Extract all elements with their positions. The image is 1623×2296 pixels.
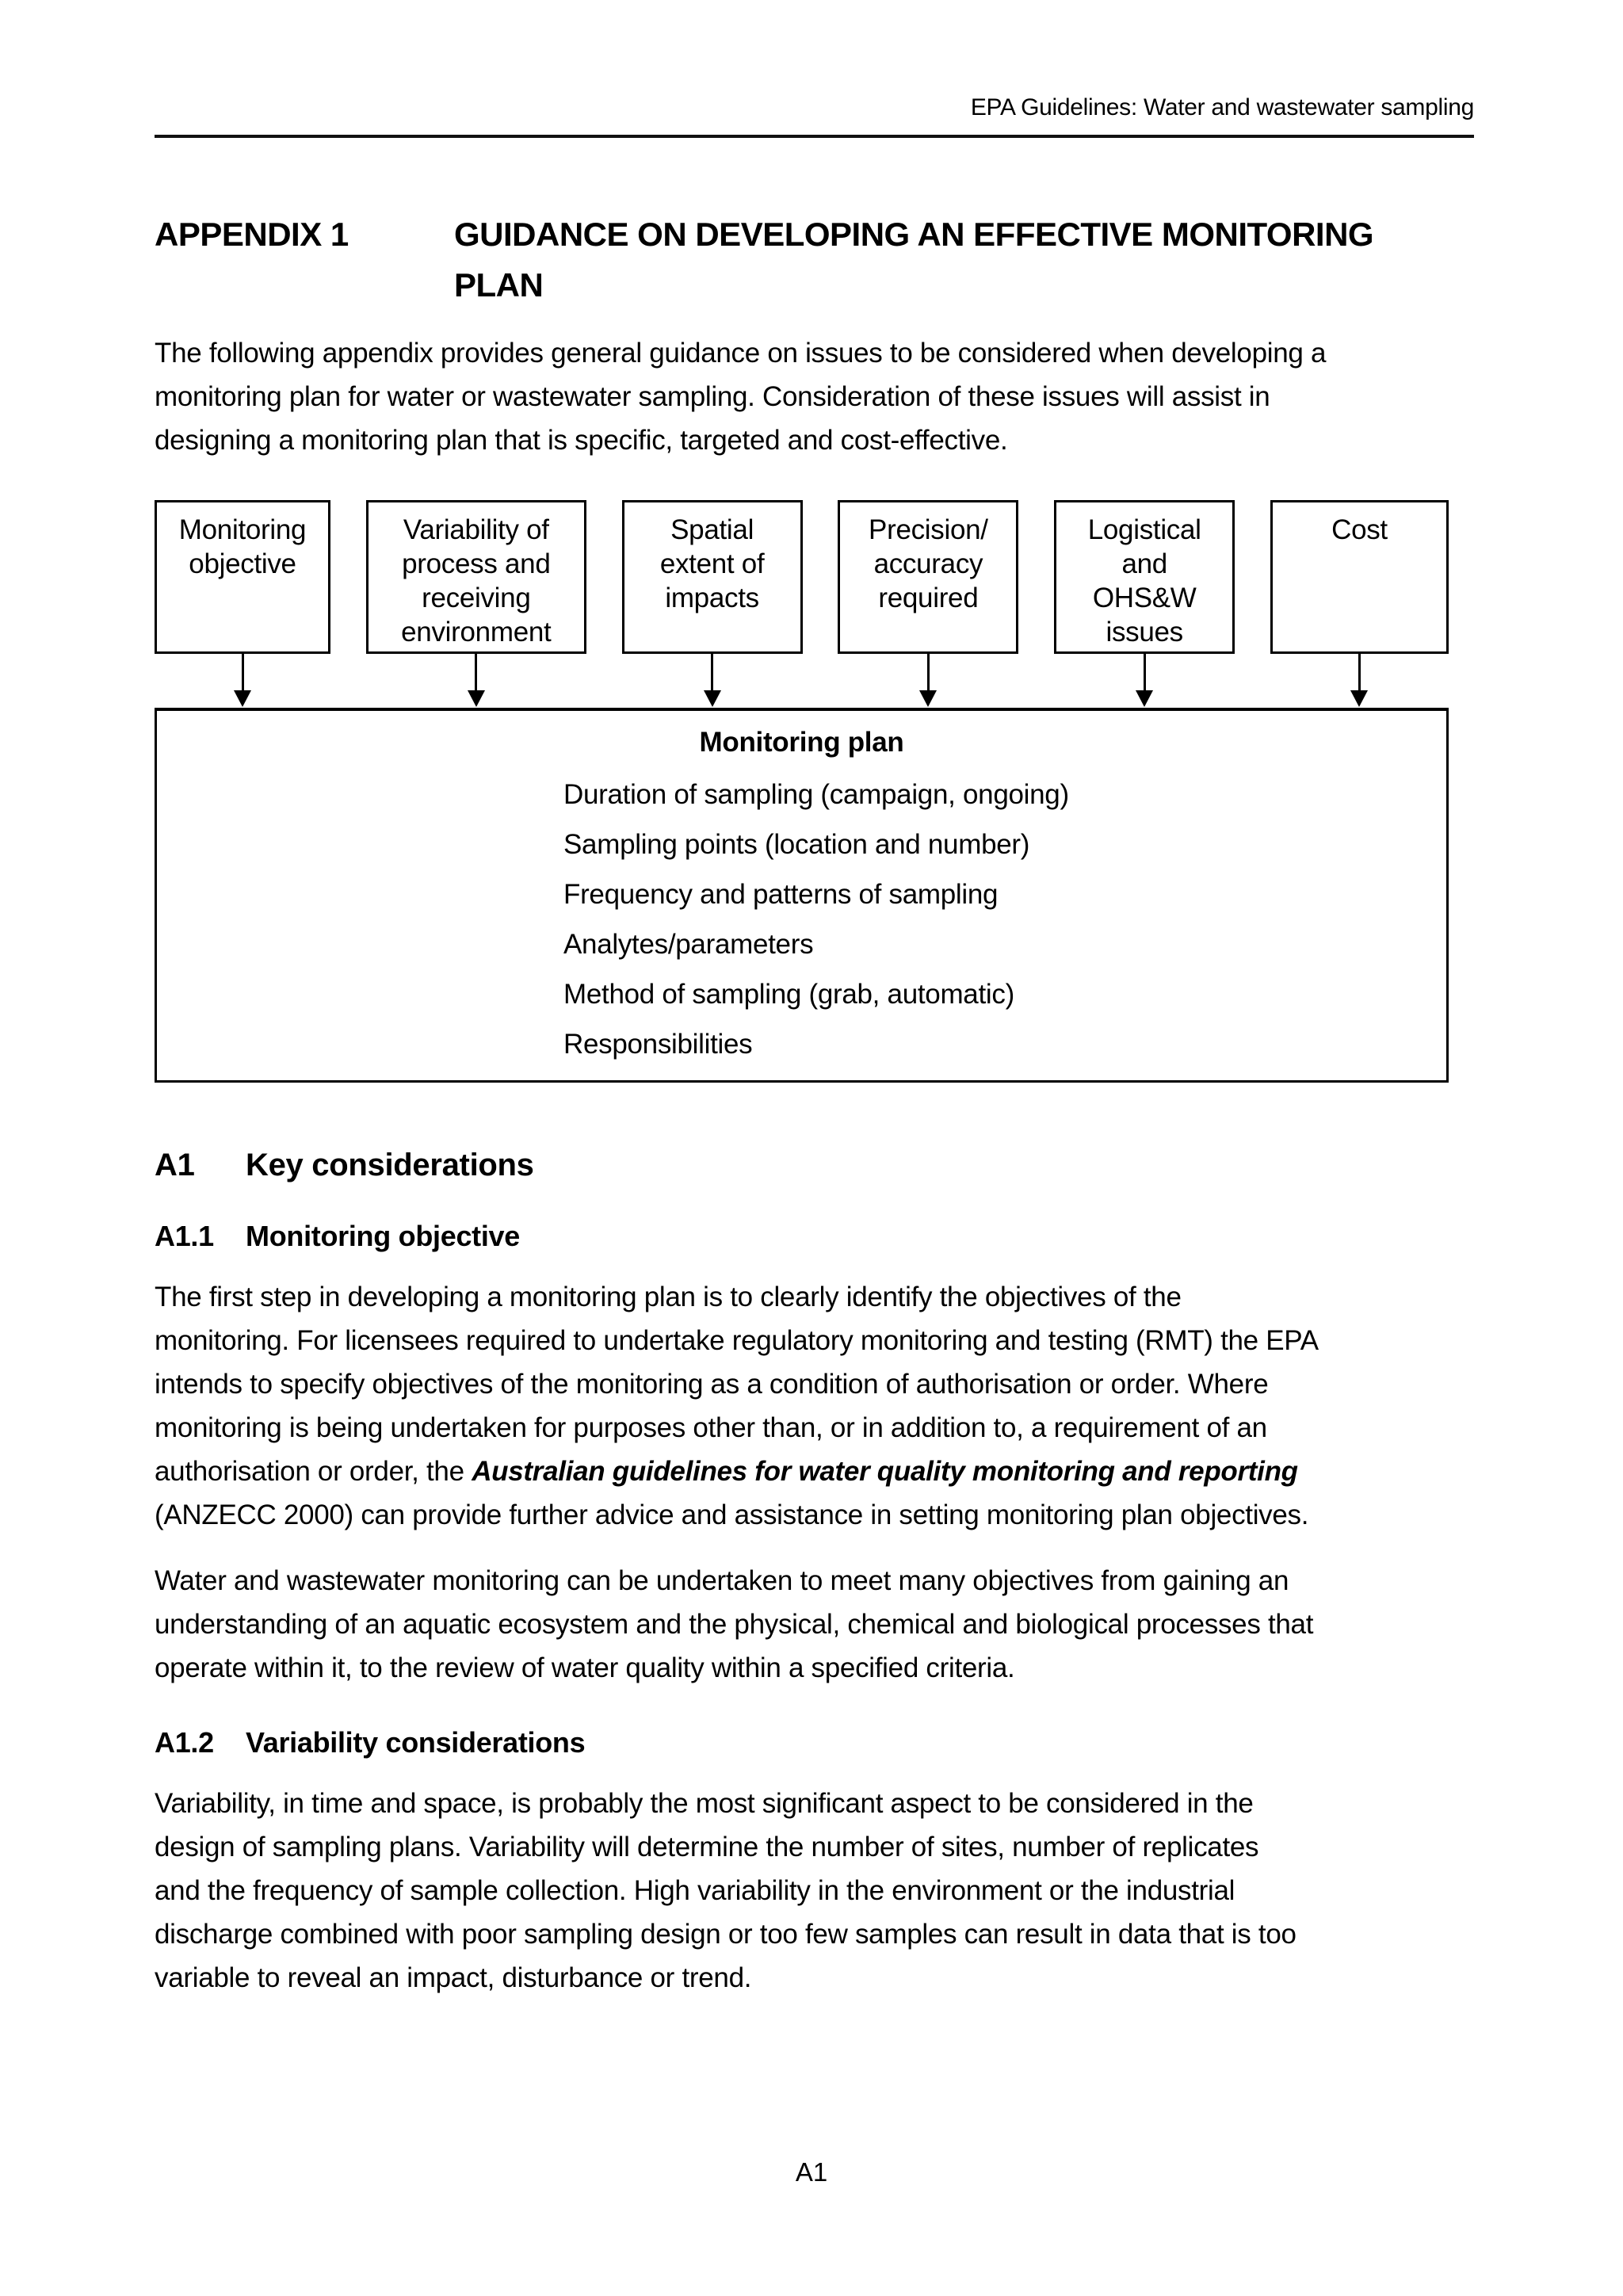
- intro-paragraph: The following appendix provides general …: [155, 338, 1327, 456]
- paragraph-a1-1-second: Water and wastewater monitoring can be u…: [155, 1565, 1314, 1683]
- appendix-title: APPENDIX 1 GUIDANCE ON DEVELOPING AN EFF…: [155, 209, 1474, 311]
- arrow-shaft: [926, 654, 930, 690]
- monitoring-plan-diagram: Monitoring objective Variability of proc…: [155, 500, 1449, 1083]
- plan-item-method: Method of sampling (grab, automatic): [563, 979, 1014, 1010]
- paragraph-text: (ANZECC 2000) can provide further advice…: [155, 1499, 1309, 1530]
- factor-column: Monitoring objective: [155, 500, 330, 708]
- factor-box-precision-accuracy: Precision/ accuracy required: [838, 500, 1019, 654]
- section-number: A1: [155, 1148, 195, 1182]
- section-heading-a1: A1 Key considerations: [155, 1148, 1474, 1183]
- plan-item-analytes: Analytes/parameters: [563, 929, 814, 960]
- paragraph-a1-2: Variability, in time and space, is proba…: [155, 1788, 1296, 1993]
- down-arrow-icon: [467, 654, 485, 708]
- paragraph-text: The first step in developing a monitorin…: [155, 1282, 1319, 1487]
- page-content: EPA Guidelines: Water and wastewater sam…: [155, 94, 1474, 1993]
- plan-item-duration: Duration of sampling (campaign, ongoing): [563, 779, 1069, 810]
- down-arrow-icon: [919, 654, 938, 708]
- factor-column: Variability of process and receiving env…: [365, 500, 586, 708]
- down-arrow-icon: [234, 654, 251, 708]
- section-title: Monitoring objective: [246, 1220, 521, 1252]
- plan-item-responsibilities: Responsibilities: [563, 1029, 753, 1060]
- arrow-head: [703, 690, 721, 707]
- down-arrow-icon: [1350, 654, 1369, 708]
- arrow-head: [919, 690, 938, 707]
- factor-box-row: Monitoring objective Variability of proc…: [155, 500, 1449, 708]
- section-heading-a1-2: A1.2 Variability considerations: [155, 1726, 1474, 1759]
- arrow-shaft: [475, 654, 478, 690]
- cited-guidelines-title: Australian guidelines for water quality …: [472, 1456, 1298, 1487]
- factor-column: Precision/ accuracy required: [838, 500, 1019, 708]
- arrow-shaft: [711, 654, 714, 690]
- plan-item-frequency: Frequency and patterns of sampling: [563, 879, 999, 910]
- factor-box-spatial-extent: Spatial extent of impacts: [621, 500, 803, 654]
- factor-box-logistical-ohsw: Logistical and OHS&W issues: [1054, 500, 1235, 654]
- monitoring-plan-title: Monitoring plan: [699, 727, 904, 758]
- section-number: A1.2: [155, 1726, 214, 1759]
- factor-column: Cost: [1270, 500, 1449, 708]
- factor-box-monitoring-objective: Monitoring objective: [155, 500, 330, 654]
- arrow-shaft: [1143, 654, 1146, 690]
- arrow-shaft: [1358, 654, 1361, 690]
- paragraph-a1-1-first: The first step in developing a monitorin…: [155, 1275, 1474, 1537]
- plan-item-sampling-points: Sampling points (location and number): [563, 829, 1030, 860]
- section-title: Variability considerations: [246, 1726, 586, 1759]
- appendix-heading: GUIDANCE ON DEVELOPING AN EFFECTIVE MONI…: [454, 216, 1374, 304]
- factor-box-cost: Cost: [1270, 500, 1449, 654]
- down-arrow-icon: [1136, 654, 1154, 708]
- arrow-head: [1350, 690, 1369, 707]
- factor-column: Logistical and OHS&W issues: [1054, 500, 1235, 708]
- arrow-shaft: [241, 654, 244, 690]
- section-number: A1.1: [155, 1220, 214, 1252]
- appendix-number: APPENDIX 1: [155, 216, 349, 253]
- arrow-head: [1136, 690, 1154, 707]
- running-header: EPA Guidelines: Water and wastewater sam…: [970, 94, 1474, 120]
- factor-column: Spatial extent of impacts: [621, 500, 803, 708]
- header-rule: [155, 135, 1474, 138]
- page-number: A1: [795, 2157, 828, 2187]
- section-title: Key considerations: [246, 1148, 534, 1182]
- arrow-head: [467, 690, 485, 707]
- down-arrow-icon: [703, 654, 721, 708]
- section-heading-a1-1: A1.1 Monitoring objective: [155, 1220, 1474, 1253]
- monitoring-plan-box: Monitoring plan Duration of sampling (ca…: [155, 708, 1449, 1083]
- factor-box-variability: Variability of process and receiving env…: [365, 500, 586, 654]
- arrow-head: [234, 690, 251, 707]
